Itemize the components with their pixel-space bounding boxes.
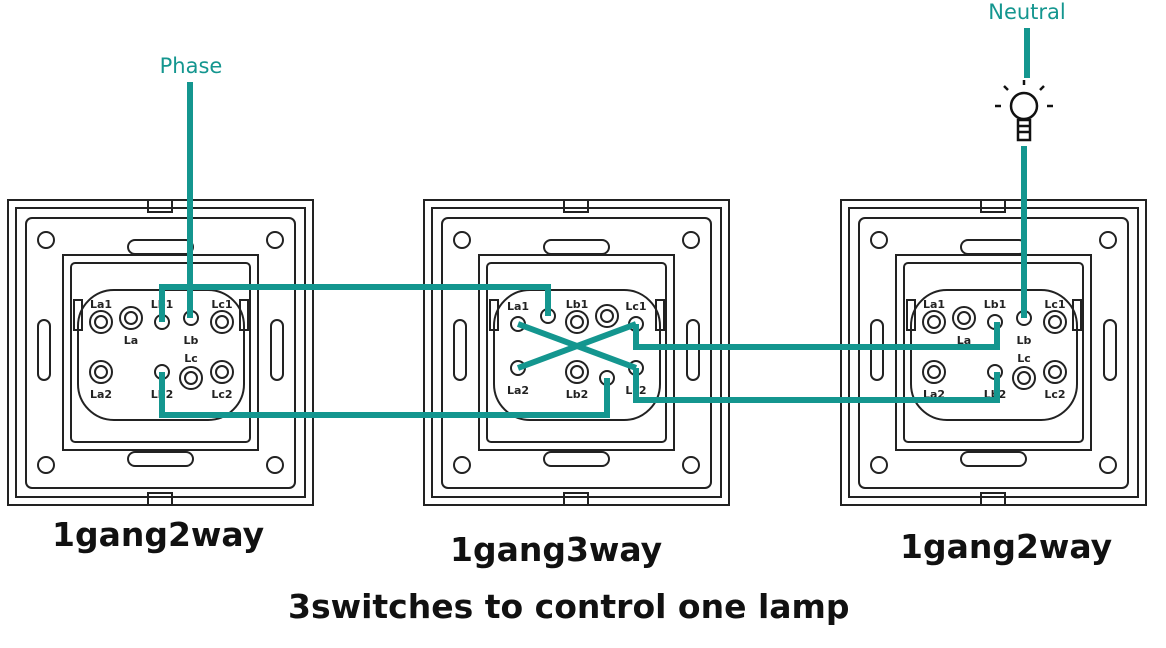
cross-wire-2 — [516, 321, 638, 371]
switch-left-label: 1gang2way — [52, 515, 265, 554]
terminal-la — [952, 306, 976, 330]
plate-frame — [840, 199, 1147, 506]
phase-label: Phase — [159, 54, 223, 78]
caption: 3switches to control one lamp — [288, 587, 850, 626]
screw-hole — [453, 456, 471, 474]
wire-left-lb2-to-middle-lb — [159, 372, 610, 418]
terminal-lc1 — [1043, 310, 1067, 334]
plate-frame — [7, 199, 314, 506]
wire-middle-lc2-to-right-lb2 — [633, 368, 1000, 403]
terminal-label: Lc — [1017, 352, 1031, 365]
terminal-label: Lb — [184, 334, 199, 347]
terminal-label: Lb1 — [566, 298, 589, 311]
terminal-label: Lc — [184, 352, 198, 365]
terminal-label: Lc1 — [625, 300, 646, 313]
terminal-lc1 — [210, 310, 234, 334]
terminal-label: Lc2 — [211, 388, 232, 401]
terminal-label: Lb — [1017, 334, 1032, 347]
wire-left-lb1-to-middle-la1 — [159, 284, 551, 322]
screw-hole — [453, 231, 471, 249]
wire-middle-lc1-to-right-lb1 — [633, 322, 1000, 350]
terminal-label: Lc2 — [1044, 388, 1065, 401]
screw-hole — [870, 456, 888, 474]
terminal-label: La1 — [90, 298, 112, 311]
terminal-lc — [1012, 366, 1036, 390]
screw-hole — [1099, 231, 1117, 249]
terminal-la2 — [89, 360, 113, 384]
terminal-label: La2 — [507, 384, 529, 397]
terminal-label: La2 — [90, 388, 112, 401]
terminal-lc2 — [1043, 360, 1067, 384]
terminal-lc2 — [210, 360, 234, 384]
switch-middle-label: 1gang3way — [450, 530, 663, 569]
screw-hole — [682, 456, 700, 474]
lamp-bulb-icon — [995, 80, 1053, 142]
terminal-label: Lc1 — [1044, 298, 1065, 311]
plate-frame — [423, 199, 730, 506]
terminal-lb1 — [565, 310, 589, 334]
terminal-la1 — [922, 310, 946, 334]
switch-right-label: 1gang2way — [900, 527, 1113, 566]
terminal-label: Lb2 — [566, 388, 589, 401]
terminal-la1 — [89, 310, 113, 334]
terminal-label: La — [957, 334, 971, 347]
screw-hole — [37, 231, 55, 249]
screw-hole — [870, 231, 888, 249]
terminal-label: Lc1 — [211, 298, 232, 311]
screw-hole — [266, 231, 284, 249]
screw-hole — [266, 456, 284, 474]
screw-hole — [682, 231, 700, 249]
terminal — [595, 304, 619, 328]
terminal-la — [119, 306, 143, 330]
screw-hole — [1099, 456, 1117, 474]
terminal-label: Lb1 — [984, 298, 1007, 311]
terminal-la2 — [922, 360, 946, 384]
terminal-label: La1 — [507, 300, 529, 313]
terminal-lc — [179, 366, 203, 390]
terminal-block — [910, 289, 1078, 421]
neutral-label: Neutral — [988, 0, 1066, 24]
terminal-label: La1 — [923, 298, 945, 311]
terminal-lb2 — [565, 360, 589, 384]
terminal-label: La — [124, 334, 138, 347]
screw-hole — [37, 456, 55, 474]
terminal-block — [493, 289, 661, 421]
